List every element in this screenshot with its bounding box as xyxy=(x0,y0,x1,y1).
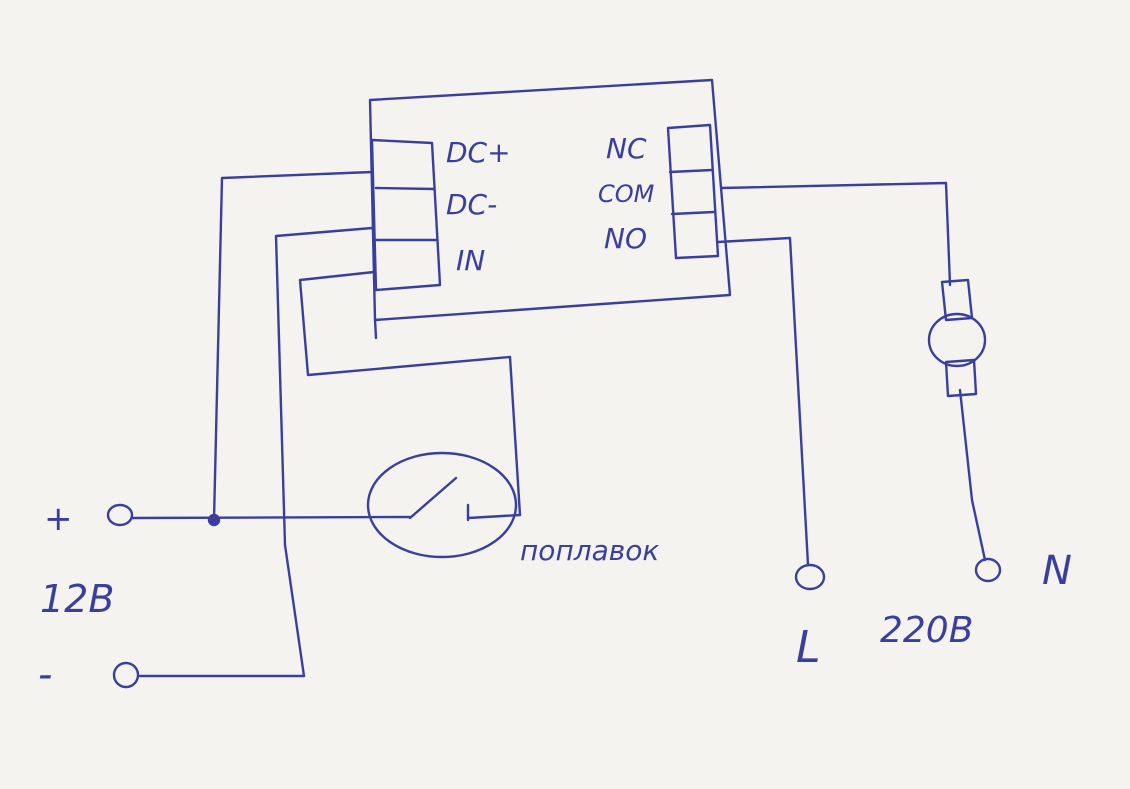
neutral-terminal xyxy=(974,557,1002,583)
label-com: COM xyxy=(598,180,655,208)
output-terminal-block xyxy=(666,123,720,260)
dc-wiring xyxy=(130,170,522,678)
motor-lower-brush xyxy=(944,358,978,398)
relay-body-outline xyxy=(368,78,732,322)
motor-icon xyxy=(927,278,987,398)
wire-dc-minus xyxy=(274,226,374,678)
float-switch-circle xyxy=(366,451,518,559)
input-terminal-block xyxy=(370,138,442,292)
float-switch-contact xyxy=(408,476,458,520)
junction-dot xyxy=(207,513,221,527)
label-nc: NC xyxy=(606,132,647,165)
wire-motor-to-neutral xyxy=(958,388,987,562)
dc-voltage-label: 12B xyxy=(40,577,114,621)
wire-no-to-line xyxy=(716,236,810,567)
relay-body-inner-line xyxy=(373,318,378,340)
dc-minus-label: - xyxy=(38,652,52,698)
wire-in-to-float xyxy=(298,270,522,520)
line-terminal xyxy=(794,563,826,591)
line-label: L xyxy=(796,622,821,673)
wire-dc-plus xyxy=(212,170,374,522)
motor-rotor xyxy=(927,312,987,368)
label-dc-plus: DC+ xyxy=(446,136,511,169)
dc-supply xyxy=(106,503,140,689)
dc-plus-label: + xyxy=(44,499,73,539)
dc-minus-terminal xyxy=(112,661,140,689)
relay-module xyxy=(368,78,732,340)
wire-com-to-motor xyxy=(720,181,952,287)
label-in: IN xyxy=(456,244,485,277)
ac-voltage-label: 220B xyxy=(880,610,973,651)
ac-supply-labels: L 220B N xyxy=(796,548,1072,673)
label-no: NO xyxy=(604,222,647,255)
dc-plus-terminal xyxy=(106,503,134,527)
ac-wiring xyxy=(716,181,1002,591)
float-switch xyxy=(366,451,518,559)
neutral-label: N xyxy=(1042,548,1072,594)
relay-labels: DC+ DC- IN NC COM NO xyxy=(446,132,655,277)
wire-plus-bus xyxy=(130,515,412,520)
label-dc-minus: DC- xyxy=(446,188,497,221)
float-switch-label: поплавок xyxy=(520,534,659,567)
dc-supply-labels: + 12B - xyxy=(38,499,114,698)
